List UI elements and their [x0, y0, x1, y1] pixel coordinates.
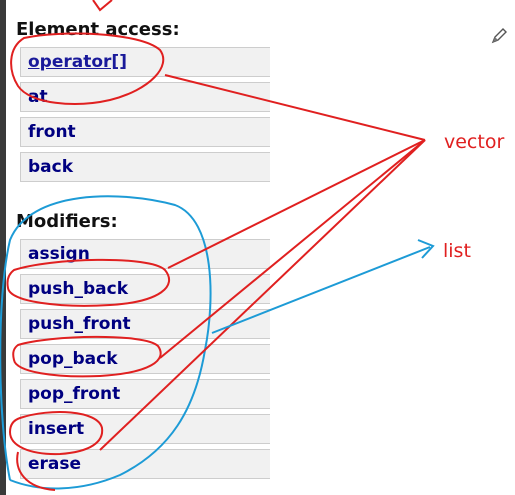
menu-item-label[interactable]: push_front — [28, 314, 131, 334]
menu-item-label[interactable]: pop_back — [28, 349, 118, 369]
menu-item-label[interactable]: pop_front — [28, 384, 121, 404]
menu-item-label[interactable]: back — [28, 157, 74, 177]
menu-item-label[interactable]: front — [28, 122, 76, 142]
menu-item-pop-back[interactable]: pop_back — [20, 344, 270, 374]
menu-item-push-front[interactable]: push_front — [20, 309, 270, 339]
menu-item-back[interactable]: back — [20, 152, 270, 182]
annotation-arrow-mark — [92, 0, 113, 12]
menu-item-pop-front[interactable]: pop_front — [20, 379, 270, 409]
menu-item-label[interactable]: erase — [28, 454, 82, 474]
section-title-element-access: Element access: — [16, 19, 180, 40]
menu-item-label[interactable]: assign — [28, 244, 90, 264]
menu-item-insert[interactable]: insert — [20, 414, 270, 444]
sidebar-frame — [0, 0, 6, 495]
menu-item-label[interactable]: push_back — [28, 279, 129, 299]
section-title-modifiers: Modifiers: — [16, 211, 118, 232]
menu-item-erase[interactable]: erase — [20, 449, 270, 479]
menu-item-assign[interactable]: assign — [20, 239, 270, 269]
menu-item-label[interactable]: at — [28, 87, 48, 107]
pencil-edit-icon[interactable] — [489, 26, 509, 46]
menu-item-at[interactable]: at — [20, 82, 270, 112]
menu-item-label[interactable]: operator[] — [28, 52, 127, 72]
menu-item-operator-brackets[interactable]: operator[] — [20, 47, 270, 77]
menu-item-push-back[interactable]: push_back — [20, 274, 270, 304]
annotation-label-list: list — [443, 240, 471, 262]
menu-item-label[interactable]: insert — [28, 419, 85, 439]
annotation-label-vector: vector — [444, 131, 505, 153]
menu-item-front[interactable]: front — [20, 117, 270, 147]
annotation-arrowhead-list — [417, 239, 435, 259]
